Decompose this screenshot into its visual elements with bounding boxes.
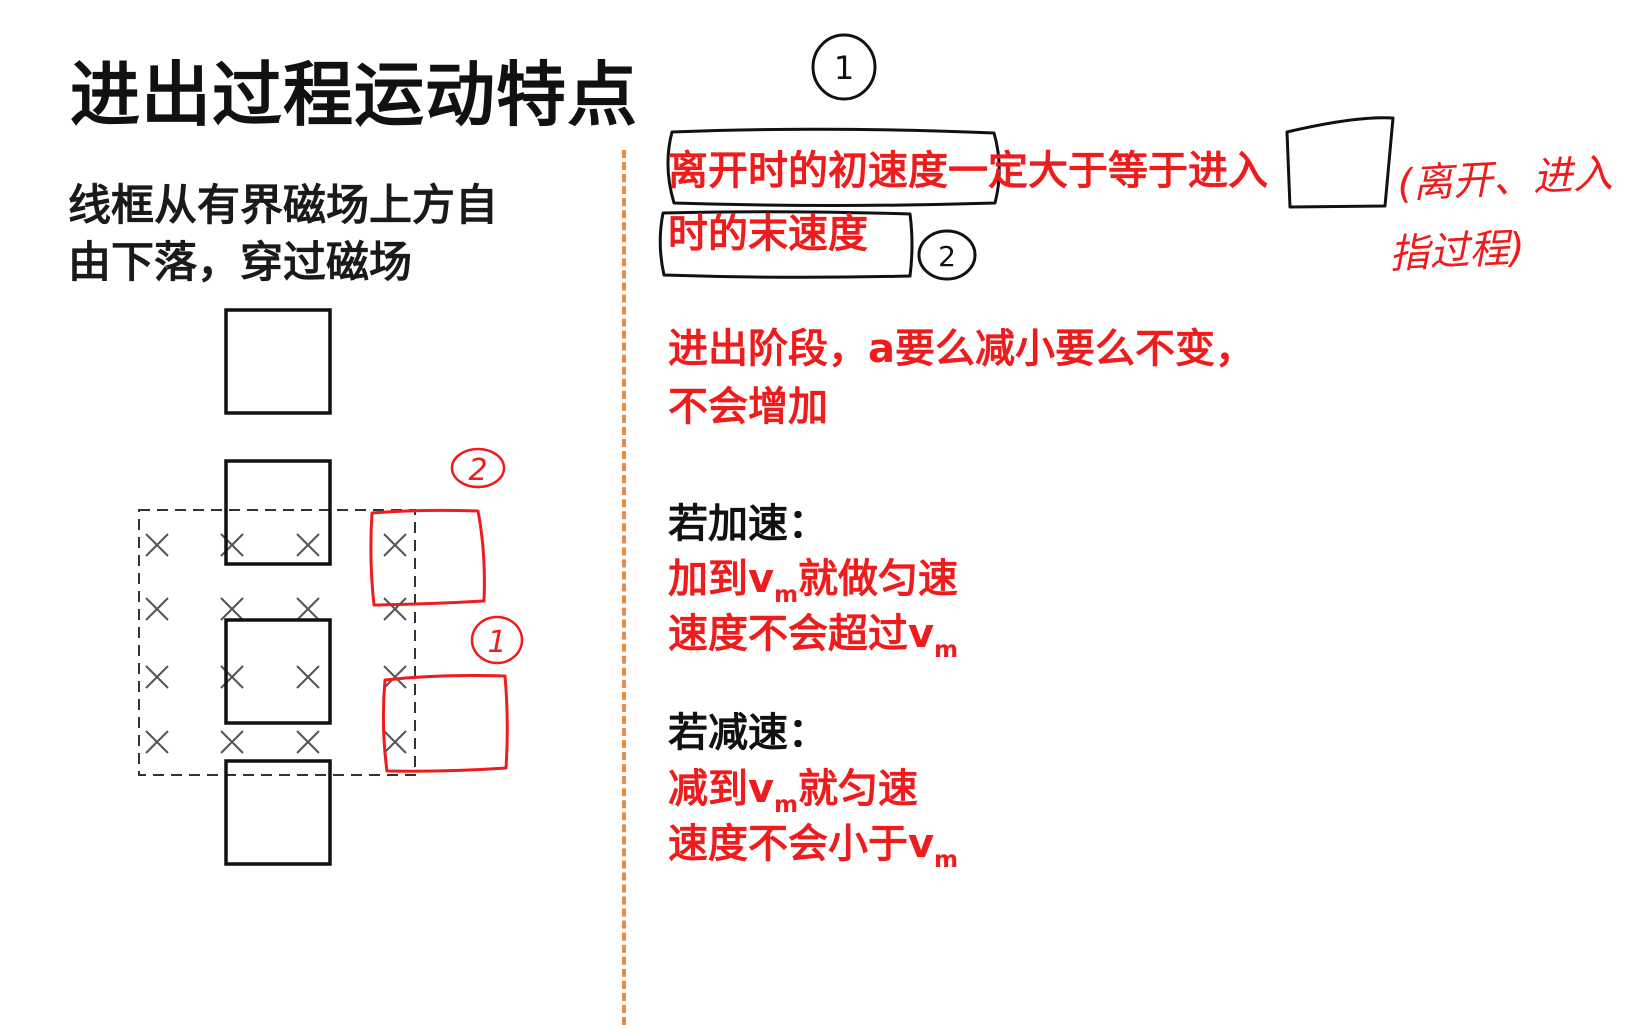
accel-line1-sub: m	[774, 582, 799, 608]
wire-frame-inside	[224, 618, 332, 725]
field-x-mark	[145, 730, 169, 754]
circle-2-label-black: 2	[938, 240, 956, 273]
accel-rule-line-1: 进出阶段，a要么减小要么不变，	[668, 326, 1255, 372]
accel-rule-line-2: 不会增加	[668, 384, 828, 430]
field-x-mark	[145, 533, 169, 557]
field-x-mark	[296, 730, 320, 754]
field-x-mark	[383, 730, 407, 754]
field-x-mark	[383, 533, 407, 557]
leaving-initial-speed: 离开时的初速度	[668, 148, 948, 194]
decel-line1-pre: 减到v	[668, 766, 775, 812]
decel-line1-post: 就匀速	[798, 766, 919, 812]
page-title: 进出过程运动特点	[70, 54, 638, 136]
decel-line2-pre: 速度不会小于v	[668, 821, 935, 867]
accel-line1-pre: 加到v	[668, 556, 775, 602]
highlight-box-end-speed	[658, 210, 914, 279]
speed-rule-line-2: 时的末速度	[668, 211, 868, 257]
highlight-box-leaving-speed	[666, 127, 1001, 207]
wire-frame-entering	[224, 459, 332, 566]
accel-line2-pre: 速度不会超过v	[668, 611, 935, 657]
decelerating-heading: 若减速：	[668, 710, 828, 756]
highlight-box-entering	[1285, 116, 1395, 209]
wire-frame-above-field	[224, 308, 332, 415]
accelerating-line-1: 加到vm就做匀速	[668, 552, 958, 623]
wire-frame-exiting	[224, 759, 332, 866]
speed-rule-line-1: 离开时的初速度一定大于等于进入	[668, 144, 1268, 199]
description-line-1: 线框从有界磁场上方自	[68, 181, 498, 231]
circle-1-label-diagram: 1	[487, 625, 506, 660]
accelerating-line-2: 速度不会超过vm	[668, 607, 958, 678]
field-x-mark	[383, 665, 407, 689]
circle-1-marker-black	[811, 33, 877, 101]
field-x-mark	[145, 665, 169, 689]
decel-line1-sub: m	[774, 792, 799, 818]
field-x-mark	[220, 730, 244, 754]
entering-highlight-box	[369, 508, 486, 607]
problem-description: 线框从有界磁场上方自 由下落，穿过磁场	[68, 178, 498, 292]
field-x-mark	[220, 597, 244, 621]
entering-word: 进入	[1188, 148, 1268, 194]
circle-2-marker-black	[917, 229, 977, 281]
circle-2-marker-diagram	[450, 447, 506, 489]
circle-2-label-diagram: 2	[468, 453, 487, 488]
field-x-mark	[145, 597, 169, 621]
circle-1-marker-diagram	[470, 615, 524, 665]
greater-or-equal: 一定大于等于	[948, 148, 1188, 194]
field-x-marks	[145, 533, 407, 754]
decelerating-line-1: 减到vm就匀速	[668, 762, 918, 833]
accel-line1-post: 就做匀速	[798, 556, 959, 602]
decel-line2-sub: m	[934, 847, 959, 873]
decelerating-line-2: 速度不会小于vm	[668, 817, 958, 888]
field-x-mark	[383, 597, 407, 621]
field-x-mark	[296, 665, 320, 689]
magnetic-field-region	[138, 509, 416, 776]
side-note-line-1: (离开、进入	[1396, 151, 1614, 208]
field-x-mark	[296, 533, 320, 557]
side-note-line-2: 指过程)	[1388, 225, 1526, 278]
accelerating-heading: 若加速：	[668, 501, 828, 547]
circle-1-label-black: 1	[834, 49, 854, 87]
accel-line2-sub: m	[934, 637, 959, 663]
column-divider	[622, 150, 626, 1025]
exiting-highlight-box	[381, 674, 509, 773]
description-line-2: 由下落，穿过磁场	[68, 238, 412, 288]
field-x-mark	[296, 597, 320, 621]
